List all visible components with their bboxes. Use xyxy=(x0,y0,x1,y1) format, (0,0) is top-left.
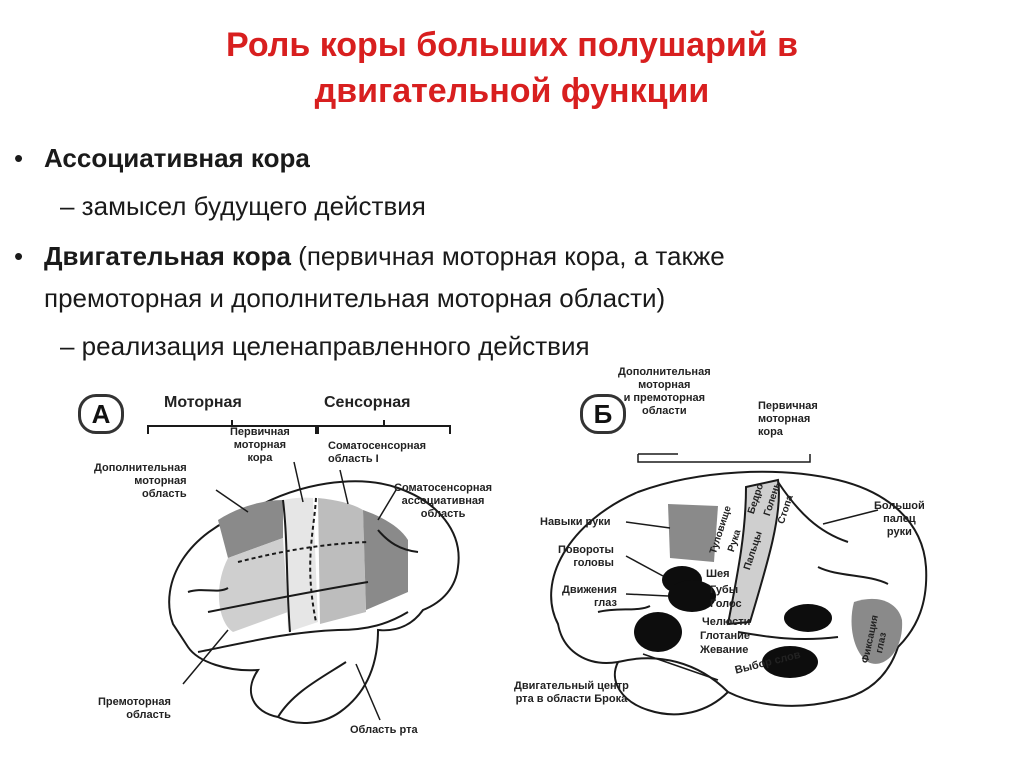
thumb-line-3: руки xyxy=(886,526,912,538)
premotor-shade xyxy=(218,538,288,632)
somatosensory-1-label: Соматосенсорная область I xyxy=(328,440,426,466)
thumb-line-1: Большой xyxy=(874,500,925,512)
b-primary-line-3: кора xyxy=(758,426,783,438)
b-supp-line-2: моторная xyxy=(638,379,691,391)
bullet-2: Двигательная кора (первичная моторная ко… xyxy=(44,234,725,278)
brain-b-drawing xyxy=(550,453,928,716)
bullet-dot-2: • xyxy=(14,241,24,271)
premotor-label: Премоторная область xyxy=(98,696,171,722)
somatosensory-assoc-label: Соматосенсорная ассоциативная область xyxy=(394,482,492,521)
strip-swallow: Глотание xyxy=(700,630,751,642)
central-sulcus xyxy=(309,497,317,623)
brain-illustration xyxy=(147,420,928,724)
strip-neck: Шея xyxy=(706,568,730,580)
sensory-header: Сенсорная xyxy=(324,394,411,411)
broca-label: Двигательный центр рта в области Брока xyxy=(514,680,629,706)
leader-somato xyxy=(339,469,349,505)
b-primary-line-1: Первичная xyxy=(758,400,818,412)
brain-b-outline xyxy=(550,470,928,716)
title-line-2: двигательной функции xyxy=(314,72,710,110)
primary-motor-label-a: Первичная моторная кора xyxy=(230,426,290,465)
slide-title: Роль коры больших полушарий в двигательн… xyxy=(80,22,944,114)
b-primary-line-2: моторная xyxy=(758,413,811,425)
eye-move-blob-2 xyxy=(634,612,682,652)
bullet-2-text: (первичная моторная кора, а также xyxy=(290,241,725,271)
primary-motor-shade xyxy=(283,497,318,632)
supp-line-3: область xyxy=(141,488,187,500)
brain-figure: А Моторная Сенсорная Первичная моторная … xyxy=(78,362,970,742)
head-turns-line-2: головы xyxy=(573,557,614,569)
primary-motor-a-line-3: кора xyxy=(247,452,273,464)
strip-jaws: Челюсти xyxy=(702,616,751,628)
assoc-line-3: область xyxy=(420,508,466,520)
supplementary-shade xyxy=(218,500,283,558)
motor-bracket xyxy=(147,420,317,434)
sensory-assoc-shade xyxy=(363,510,408,610)
primary-bracket-b xyxy=(637,454,811,463)
gaze-shade xyxy=(851,598,903,664)
brain-a-drawing xyxy=(147,420,460,724)
thumb-label: Большой палец руки xyxy=(874,500,925,539)
title-line-1: Роль коры больших полушарий в xyxy=(226,26,798,64)
hand-skill-shade xyxy=(668,504,718,562)
leader-assoc xyxy=(377,489,397,521)
head-turns-label: Повороты головы xyxy=(558,544,614,570)
b-supp-line-3: и премоторная xyxy=(623,392,706,404)
assoc-line-1: Соматосенсорная xyxy=(394,482,493,494)
leader-thumb xyxy=(822,509,879,525)
broca-line-2: рта в области Брока xyxy=(515,693,628,705)
premotor-line-2: область xyxy=(126,709,171,721)
primary-motor-label-b: Первичная моторная кора xyxy=(758,400,818,439)
primary-motor-a-line-1: Первичная xyxy=(230,426,290,438)
eye-mov-line-1: Движения xyxy=(562,584,617,596)
broca-blob xyxy=(784,604,832,632)
bullet-2-heading: Двигательная кора xyxy=(44,241,291,271)
supplementary-motor-label: Дополнительная моторная область xyxy=(94,462,187,501)
strip-chew: Жевание xyxy=(700,644,749,656)
eye-movements-label: Движения глаз xyxy=(562,584,617,610)
leader-eyes xyxy=(625,593,669,597)
bullet-1: Ассоциативная кора xyxy=(44,136,310,180)
bullet-2-line-2: премоторная и дополнительная моторная об… xyxy=(44,283,666,313)
broca-line-1: Двигательный центр xyxy=(514,680,629,692)
sensory-shade xyxy=(318,498,366,624)
word-choice-blob xyxy=(762,646,818,678)
supp-line-1: Дополнительная xyxy=(94,462,187,474)
mouth-area-label: Область рта xyxy=(350,724,418,736)
bullet-1-heading: Ассоциативная кора xyxy=(44,143,310,173)
leader-broca xyxy=(642,653,719,681)
somato-1-line-2: область I xyxy=(328,453,379,465)
leader-hand xyxy=(625,521,671,529)
b-supp-line-1: Дополнительная xyxy=(618,366,711,378)
panel-a-letter: А xyxy=(78,394,124,434)
assoc-line-2: ассоциативная xyxy=(401,495,485,507)
strip-lips: Губы xyxy=(710,584,739,596)
b-supp-line-4: области xyxy=(641,405,687,417)
bullet-2-sub: – реализация целенаправленного действия xyxy=(60,331,590,361)
hand-skills-label: Навыки руки xyxy=(540,516,611,528)
supp-premotor-label-b: Дополнительная моторная и премоторная об… xyxy=(618,366,711,418)
leader-mouth xyxy=(355,663,381,721)
thumb-line-2: палец xyxy=(883,513,916,525)
brain-a-outline xyxy=(168,480,460,724)
strip-voice: Голос xyxy=(710,598,742,610)
primary-motor-a-line-2: моторная xyxy=(233,439,287,451)
premotor-line-1: Премоторная xyxy=(98,696,171,708)
supp-line-2: моторная xyxy=(134,475,187,487)
leader-primary xyxy=(293,461,304,503)
panel-b-letter: Б xyxy=(580,394,626,434)
sensory-bracket xyxy=(317,420,451,434)
leader-supp xyxy=(215,489,249,513)
leader-head xyxy=(625,555,664,577)
eye-move-blob-1 xyxy=(668,580,716,612)
motor-header: Моторная xyxy=(164,394,242,411)
bullet-1-sub: – замысел будущего действия xyxy=(60,191,426,221)
eye-mov-line-2: глаз xyxy=(593,597,617,609)
somato-1-line-1: Соматосенсорная xyxy=(328,440,427,452)
head-turns-line-1: Повороты xyxy=(558,544,614,556)
leader-premotor xyxy=(182,629,229,685)
primary-strip xyxy=(726,478,780,626)
bullet-dot-1: • xyxy=(14,143,24,173)
